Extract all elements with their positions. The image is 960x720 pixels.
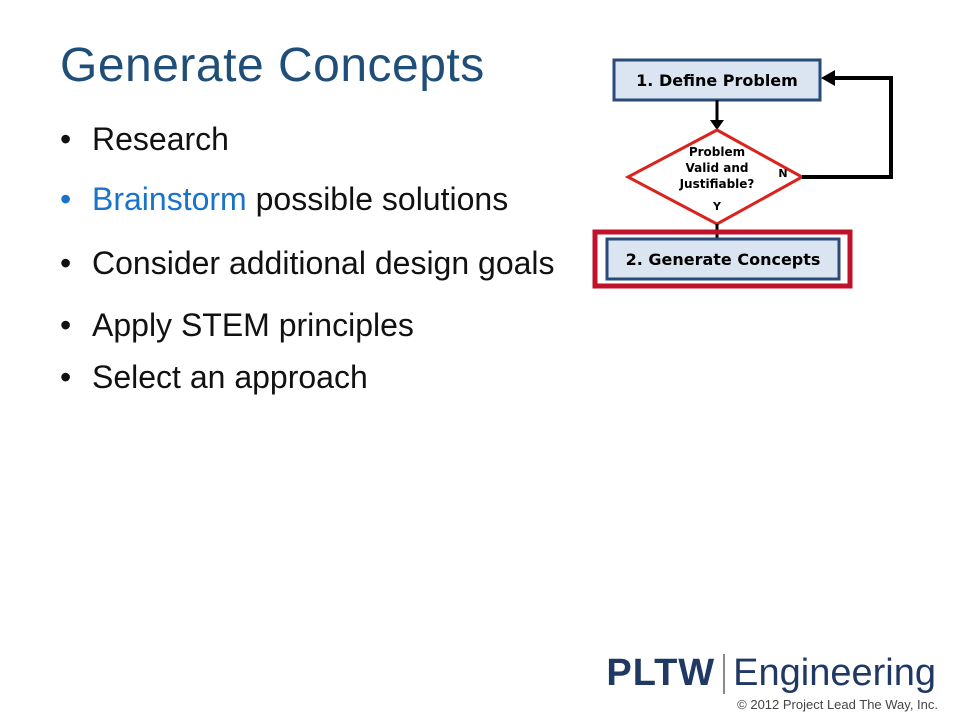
- pltw-logo: PLTW Engineering: [606, 652, 936, 695]
- highlight-frame: [592, 229, 853, 289]
- decision-no-label: N: [778, 167, 787, 180]
- bullet-text: Select an approach: [92, 359, 368, 395]
- bullet-select-approach: • Select an approach: [60, 358, 560, 396]
- logo-engineering: Engineering: [733, 652, 936, 694]
- logo-divider: [723, 653, 726, 694]
- bullet-list: • Research • Brainstorm possible solutio…: [60, 120, 560, 396]
- step2-box: [605, 237, 841, 281]
- bullet-stem: • Apply STEM principles: [60, 306, 560, 344]
- decision-line3: Justifiable?: [679, 177, 755, 191]
- bullet-marker: •: [60, 121, 72, 157]
- bullet-research: • Research: [60, 120, 560, 158]
- bullet-text: possible solutions: [246, 181, 509, 217]
- bullet-highlight: Brainstorm: [92, 181, 247, 217]
- design-process-flowchart: 1. Define Problem Problem Valid and Just…: [592, 58, 893, 289]
- bullet-design-goals: • Consider additional design goals: [60, 244, 560, 282]
- slide-title: Generate Concepts: [60, 39, 485, 92]
- bullet-marker: •: [60, 181, 72, 217]
- step1-label: 1. Define Problem: [636, 71, 798, 90]
- decision-yes-label: Y: [712, 200, 722, 213]
- bullet-text: Apply STEM principles: [92, 307, 414, 343]
- copyright-notice: © 2012 Project Lead The Way, Inc.: [737, 697, 938, 712]
- bullet-marker: •: [60, 359, 72, 395]
- bullet-marker: •: [60, 245, 72, 281]
- arrow-head-left: [821, 70, 835, 86]
- bullet-marker: •: [60, 307, 72, 343]
- bullet-text: Consider additional design goals: [92, 245, 555, 281]
- arrow-head-down: [710, 120, 724, 130]
- logo-pltw: PLTW: [606, 652, 716, 694]
- arrow-no-loop: [802, 76, 893, 179]
- decision-line1: Problem: [689, 145, 745, 159]
- bullet-brainstorm: • Brainstorm possible solutions: [60, 180, 560, 218]
- decision-line2: Valid and: [686, 161, 749, 175]
- bullet-text: Research: [92, 121, 229, 157]
- step2-label: 2. Generate Concepts: [626, 250, 821, 269]
